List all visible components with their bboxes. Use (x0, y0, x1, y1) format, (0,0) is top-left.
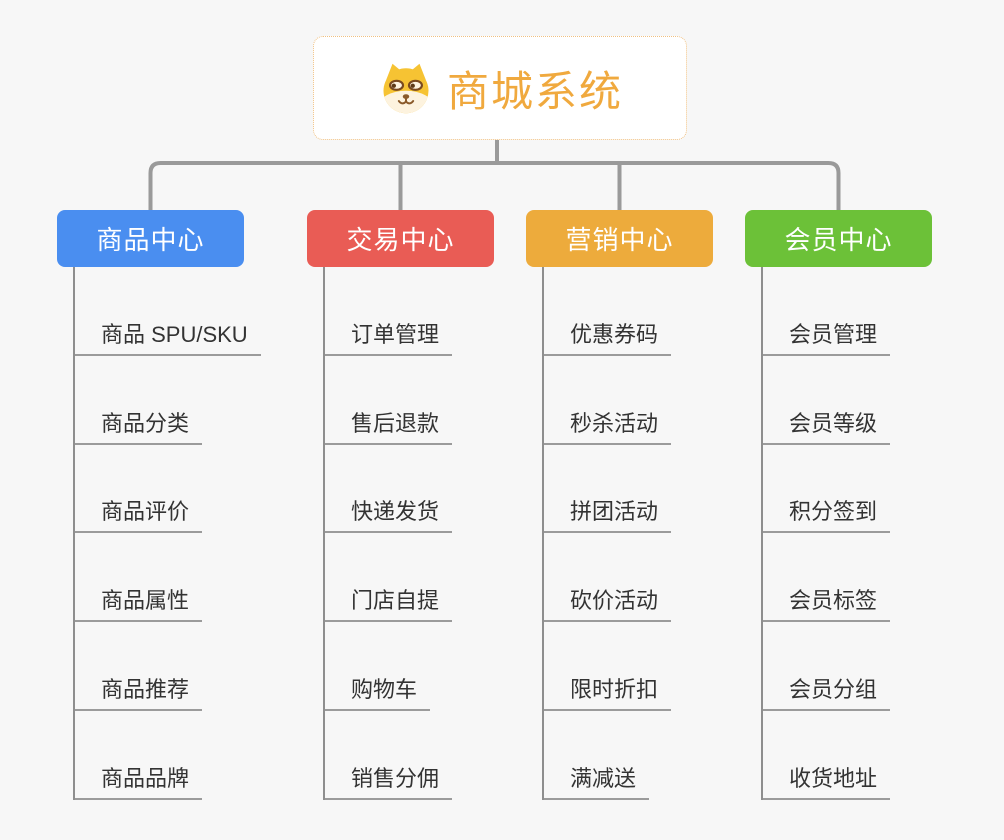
item-row: 商品属性 (73, 533, 244, 623)
item-label[interactable]: 限时折扣 (542, 672, 672, 711)
item-label[interactable]: 优惠券码 (542, 317, 672, 356)
item-row: 秒杀活动 (542, 356, 713, 445)
item-label[interactable]: 销售分佣 (323, 761, 453, 800)
branch-header-2[interactable]: 交易中心 (307, 210, 494, 267)
branch-header-4[interactable]: 会员中心 (745, 210, 932, 267)
item-row: 商品分类 (73, 356, 244, 445)
item-row: 会员等级 (761, 356, 932, 445)
item-row: 会员分组 (761, 622, 932, 711)
bus-connector (148, 161, 841, 211)
item-label[interactable]: 商品推荐 (73, 672, 203, 711)
item-row: 门店自提 (323, 533, 494, 623)
root-node[interactable]: 商城系统 (313, 36, 687, 140)
item-row: 会员标签 (761, 533, 932, 623)
branch-2: 交易中心订单管理售后退款快递发货门店自提购物车销售分佣 (307, 210, 494, 800)
branch-items-2: 订单管理售后退款快递发货门店自提购物车销售分佣 (323, 267, 494, 800)
item-row: 商品品牌 (73, 711, 244, 800)
item-label[interactable]: 商品评价 (73, 494, 203, 534)
item-label[interactable]: 会员等级 (761, 406, 891, 445)
item-label[interactable]: 满减送 (542, 761, 650, 800)
item-label[interactable]: 商品 SPU/SKU (73, 317, 261, 356)
item-label[interactable]: 门店自提 (323, 583, 453, 623)
item-label[interactable]: 商品分类 (73, 406, 203, 445)
item-row: 商品推荐 (73, 622, 244, 711)
item-label[interactable]: 秒杀活动 (542, 406, 672, 445)
item-row: 商品 SPU/SKU (73, 267, 261, 356)
branch-header-1[interactable]: 商品中心 (57, 210, 244, 267)
item-row: 满减送 (542, 711, 713, 800)
item-label[interactable]: 拼团活动 (542, 494, 672, 534)
branch-items-3: 优惠券码秒杀活动拼团活动砍价活动限时折扣满减送 (542, 267, 713, 800)
item-label[interactable]: 商品属性 (73, 583, 203, 623)
item-row: 销售分佣 (323, 711, 494, 800)
item-label[interactable]: 购物车 (323, 672, 431, 711)
item-label[interactable]: 售后退款 (323, 406, 453, 445)
item-label[interactable]: 订单管理 (323, 317, 453, 356)
branch-3: 营销中心优惠券码秒杀活动拼团活动砍价活动限时折扣满减送 (526, 210, 713, 800)
item-label[interactable]: 积分签到 (761, 494, 891, 534)
item-label[interactable]: 收货地址 (761, 761, 891, 800)
branch-4: 会员中心会员管理会员等级积分签到会员标签会员分组收货地址 (745, 210, 932, 800)
item-row: 限时折扣 (542, 622, 713, 711)
branch-items-4: 会员管理会员等级积分签到会员标签会员分组收货地址 (761, 267, 932, 800)
item-label[interactable]: 会员管理 (761, 317, 891, 356)
item-row: 商品评价 (73, 445, 244, 534)
item-row: 拼团活动 (542, 445, 713, 534)
branch-items-1: 商品 SPU/SKU 商品分类商品评价商品属性商品推荐商品品牌 (73, 267, 261, 800)
item-label[interactable]: 商品品牌 (73, 761, 203, 800)
branch-1: 商品中心商品 SPU/SKU 商品分类商品评价商品属性商品推荐商品品牌 (57, 210, 261, 800)
shiba-dog-icon (383, 63, 429, 114)
item-row: 会员管理 (761, 267, 932, 356)
item-label[interactable]: 会员标签 (761, 583, 891, 623)
item-label[interactable]: 砍价活动 (542, 583, 672, 623)
item-row: 收货地址 (761, 711, 932, 800)
item-row: 购物车 (323, 622, 494, 711)
item-label[interactable]: 会员分组 (761, 672, 891, 711)
item-row: 快递发货 (323, 445, 494, 534)
item-row: 售后退款 (323, 356, 494, 445)
item-row: 砍价活动 (542, 533, 713, 623)
item-row: 积分签到 (761, 445, 932, 534)
item-label[interactable]: 快递发货 (323, 494, 453, 534)
item-row: 订单管理 (323, 267, 494, 356)
root-title: 商城系统 (446, 67, 623, 115)
branch-header-3[interactable]: 营销中心 (526, 210, 713, 267)
item-row: 优惠券码 (542, 267, 713, 356)
